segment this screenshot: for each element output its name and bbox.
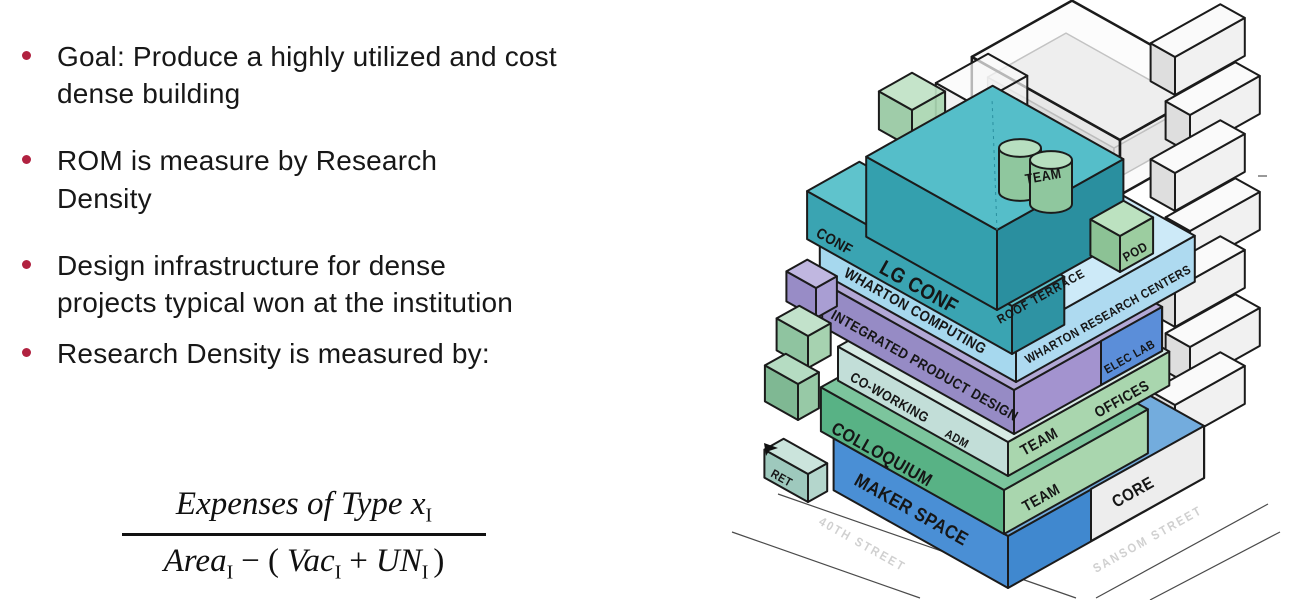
fraction-bar xyxy=(122,532,486,536)
bullet-item: Goal: Produce a highly utilized and cost… xyxy=(22,38,700,112)
block-elec-lab-face xyxy=(1100,306,1163,386)
label-team_top: TEAM xyxy=(1024,165,1063,187)
team-cylinder-2 xyxy=(1029,150,1073,214)
street-line-sansom-2 xyxy=(1149,531,1281,600)
bullet-dot xyxy=(22,348,31,358)
hidden-edge-lgconf xyxy=(991,97,998,231)
block-core-face xyxy=(1090,425,1205,542)
block-retail-block xyxy=(763,437,829,503)
formula-denominator: AreaI− (VacI+UNI) xyxy=(163,542,445,584)
block-end-green-1 xyxy=(775,304,832,369)
bullet-text: Research Density is measured by: xyxy=(57,338,490,370)
bullet-item: Research Density is measured by: xyxy=(22,335,700,372)
block-tower-0 xyxy=(1149,3,1246,96)
bullet-item: ROM is measure by Research Density xyxy=(22,142,700,216)
block-end-green-2 xyxy=(763,352,820,421)
street-line-40th-2 xyxy=(731,531,921,599)
bullet-dot xyxy=(22,51,31,60)
bullet-list: Goal: Produce a highly utilized and cost… xyxy=(0,0,700,403)
block-pod xyxy=(1089,199,1155,273)
block-tower-2 xyxy=(1149,119,1246,212)
bullet-item: Design infrastructure for dense projects… xyxy=(22,247,700,321)
research-density-formula: Expenses of Type xI AreaI− (VacI+UNI) xyxy=(122,486,486,584)
formula-numerator: Expenses of Type xI xyxy=(175,486,433,527)
bullet-dot xyxy=(22,155,31,165)
bullet-text: ROM is measure by Research Density xyxy=(57,145,438,214)
street-line-sansom-1 xyxy=(1095,503,1269,599)
bullet-text: Goal: Produce a highly utilized and cost… xyxy=(57,41,557,110)
bullet-dot xyxy=(22,259,31,269)
block-end-purple xyxy=(785,258,838,319)
cursor-arrow xyxy=(764,443,778,456)
bullet-text: Design infrastructure for dense projects… xyxy=(57,249,514,319)
street-line-40th-1 xyxy=(777,493,1077,599)
